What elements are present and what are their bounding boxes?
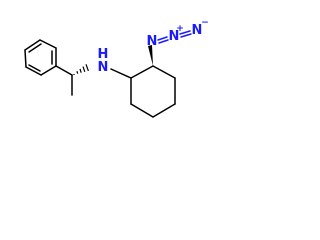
azide-n3-charge: − xyxy=(201,18,209,28)
bond-azide-1 xyxy=(157,36,168,41)
azide-n1-symbol: N xyxy=(147,34,158,49)
amine-n-symbol: N xyxy=(98,60,109,75)
bond-ph-6 xyxy=(24,49,27,68)
bond-ph-5 xyxy=(25,66,42,76)
bond-azide-2b xyxy=(180,33,192,38)
bond-cy-2 xyxy=(152,65,176,79)
bond-azide-2 xyxy=(179,30,191,35)
bond-ph-double-3 xyxy=(28,64,41,72)
molecule-structure: N H N N + N − xyxy=(24,18,209,118)
bond-azide-1b xyxy=(158,39,169,44)
bond-cy-4 xyxy=(152,103,176,118)
bond-cy-1 xyxy=(130,65,154,79)
azide-n2-charge: + xyxy=(176,24,184,34)
cyclohexane-ring xyxy=(130,65,176,118)
bond-n-c1 xyxy=(110,68,132,79)
hashed-bond-ch-n xyxy=(73,64,89,75)
bond-ph-2 xyxy=(39,39,57,49)
wedge-bond-c2-azide xyxy=(148,45,153,66)
amine-h-symbol: H xyxy=(98,47,109,62)
azide-n2-symbol: N xyxy=(169,29,180,44)
bond-ph-1 xyxy=(24,39,41,51)
phenyl-ring xyxy=(24,39,57,76)
bond-ph-double-1 xyxy=(28,43,42,53)
bond-cy-5 xyxy=(130,103,154,118)
amine-nh-label: N H xyxy=(98,47,109,75)
azide-n3-symbol: N xyxy=(192,23,203,38)
bond-ph-4 xyxy=(40,65,57,76)
azide-group: N N + N − xyxy=(147,18,209,49)
bond-ph-ch xyxy=(55,65,73,76)
